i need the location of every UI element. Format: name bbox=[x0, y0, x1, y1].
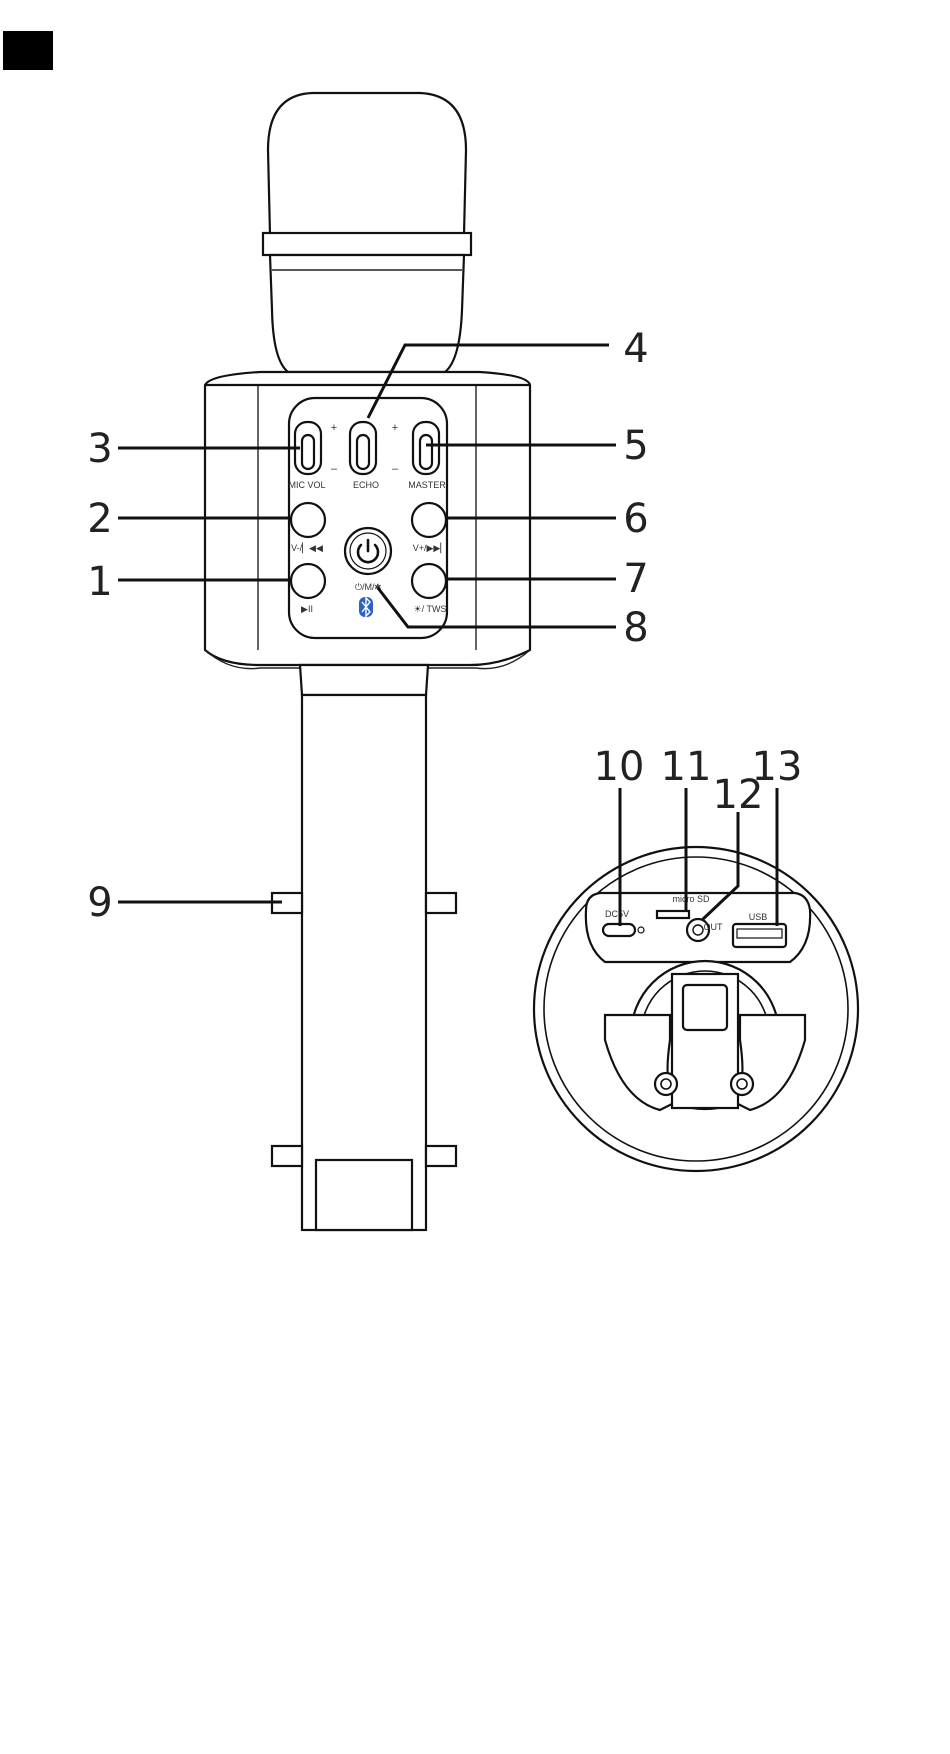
lanyard-clip-right-bottom bbox=[426, 1146, 456, 1166]
microphone-handle bbox=[272, 665, 456, 1230]
play-pause-button[interactable] bbox=[291, 564, 325, 598]
prev-label: V-/▏◀◀ bbox=[291, 542, 323, 554]
minus-sign-mid: – bbox=[392, 463, 399, 475]
slider-echo[interactable] bbox=[350, 422, 376, 474]
plus-sign-mid: + bbox=[392, 422, 398, 434]
mode-label: ⏻/M/✱ bbox=[355, 582, 382, 592]
microphone-head bbox=[263, 93, 471, 372]
plus-sign-left: + bbox=[331, 422, 337, 434]
lanyard-clip-left-bottom bbox=[272, 1146, 302, 1166]
mic-vol-label: MIC VOL bbox=[288, 480, 325, 490]
next-label: V+/▶▶▏ bbox=[413, 542, 448, 554]
callout-13: 13 bbox=[752, 744, 803, 790]
minus-sign-left: – bbox=[331, 463, 338, 475]
prev-button[interactable] bbox=[291, 503, 325, 537]
light-tws-label: ☀/ TWS bbox=[414, 604, 447, 614]
callout-4: 4 bbox=[623, 326, 648, 372]
out-label: OUT bbox=[704, 922, 724, 932]
echo-label: ECHO bbox=[353, 480, 379, 490]
callout-11: 11 bbox=[661, 744, 712, 790]
callout-6: 6 bbox=[623, 496, 648, 542]
corner-marker bbox=[3, 31, 53, 70]
master-label: MASTER bbox=[408, 480, 446, 490]
callout-8: 8 bbox=[623, 605, 648, 651]
lanyard-clip-right-top bbox=[426, 893, 456, 913]
usb-port bbox=[733, 924, 786, 947]
play-label: ▶II bbox=[301, 604, 313, 614]
light-tws-button[interactable] bbox=[412, 564, 446, 598]
callout-1: 1 bbox=[87, 559, 112, 605]
power-button[interactable] bbox=[345, 528, 391, 574]
micro-sd-slot bbox=[657, 911, 689, 918]
callout-10: 10 bbox=[594, 744, 645, 790]
callout-9: 9 bbox=[87, 880, 112, 926]
micro-sd-label: micro SD bbox=[672, 894, 710, 904]
usb-label: USB bbox=[749, 912, 768, 922]
callout-7: 7 bbox=[623, 556, 648, 602]
bluetooth-icon bbox=[359, 597, 373, 617]
callout-2: 2 bbox=[87, 496, 112, 542]
callout-3: 3 bbox=[87, 426, 112, 472]
slider-master[interactable] bbox=[413, 422, 439, 474]
callout-5: 5 bbox=[623, 423, 648, 469]
dc5v-label: DC5V bbox=[605, 909, 629, 919]
next-button[interactable] bbox=[412, 503, 446, 537]
